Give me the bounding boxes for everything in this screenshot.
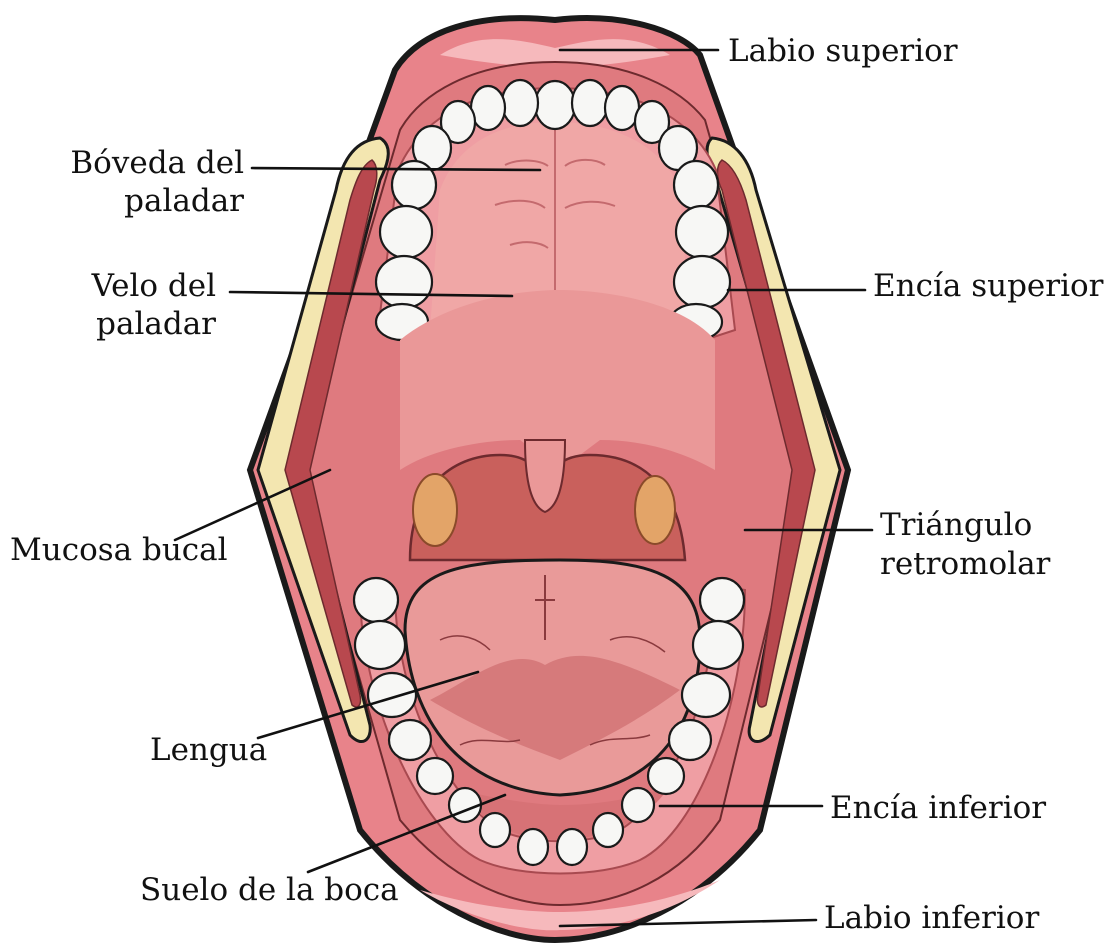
label-mucosa-bucal: Mucosa bucal <box>10 532 228 568</box>
label-boveda-line2: paladar <box>124 183 244 219</box>
label-encia-inferior: Encía inferior <box>830 790 1046 826</box>
left-tonsil <box>413 474 457 546</box>
label-triangulo-line1: Triángulo <box>880 507 1032 543</box>
label-labio-inferior: Labio inferior <box>824 900 1039 936</box>
label-boveda-line1: Bóveda del <box>70 145 244 181</box>
label-suelo-boca: Suelo de la boca <box>140 872 399 908</box>
label-encia-superior: Encía superior <box>873 268 1104 304</box>
label-lengua: Lengua <box>150 732 267 768</box>
mouth-illustration <box>250 18 848 940</box>
label-velo-line2: paladar <box>96 306 216 342</box>
label-velo-line1: Velo del <box>91 268 216 304</box>
right-tonsil <box>635 476 675 544</box>
label-triangulo-line2: retromolar <box>880 546 1051 582</box>
label-labio-superior: Labio superior <box>728 33 958 69</box>
